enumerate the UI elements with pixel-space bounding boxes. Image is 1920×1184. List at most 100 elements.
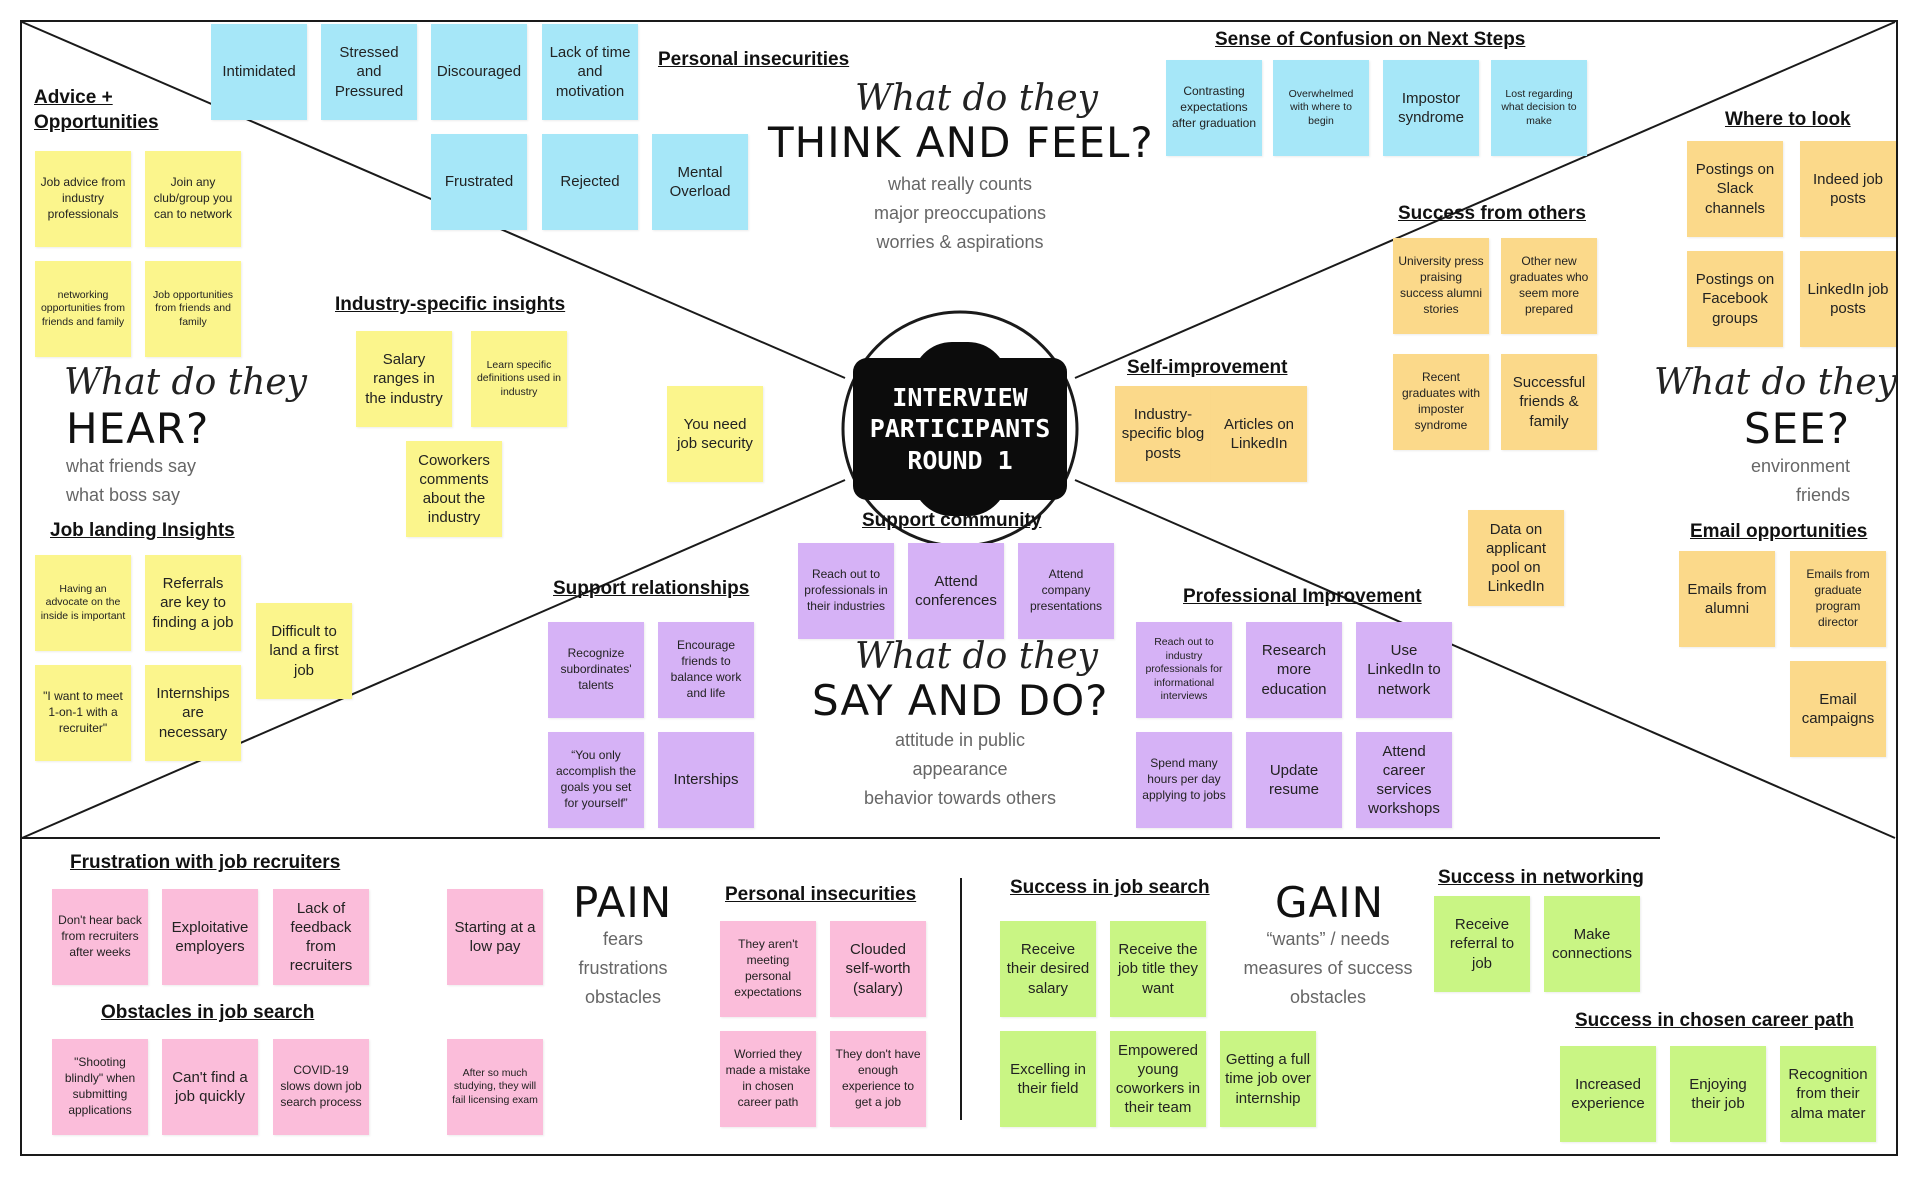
note-use-linkedin: Use LinkedIn to network: [1356, 622, 1452, 718]
think-title: THINK AND FEEL?: [768, 118, 1154, 167]
note-job-security: You need job security: [667, 386, 763, 482]
note-successful-friends: Successful friends & family: [1501, 354, 1597, 450]
see-subtitle-2: friends: [1795, 485, 1850, 505]
note-shooting-blindly: "Shooting blindly" when submitting appli…: [52, 1039, 148, 1135]
pain-subtitle-1: fears: [602, 929, 644, 949]
note-exploitative: Exploitative employers: [162, 889, 258, 985]
note-desired-salary: Receive their desired salary: [1000, 921, 1096, 1017]
note-licensing: After so much studying, they will fail l…: [447, 1039, 543, 1135]
note-reach-informational: Reach out to industry professionals for …: [1136, 622, 1232, 718]
hear-subtitle-2: what boss say: [66, 485, 181, 505]
heading-industry: Industry-specific insights: [335, 294, 566, 315]
note-recognize: Recognize subordinates' talents: [548, 622, 644, 718]
note-increased-experience: Increased experience: [1560, 1046, 1656, 1142]
heading-frustration: Frustration with job recruiters: [70, 852, 341, 873]
note-blog-posts: Industry-specific blog posts: [1115, 386, 1211, 482]
think-subtitle-1: what really counts: [887, 174, 1033, 194]
note-empowered: Empowered young coworkers in their team: [1110, 1031, 1206, 1127]
heading-personal-insecurities-top: Personal insecurities: [658, 49, 850, 70]
see-subtitle-1: environment: [1750, 456, 1850, 476]
heading-support-relationships: Support relationships: [553, 578, 750, 599]
note-mental-overload: Mental Overload: [652, 134, 748, 230]
note-salary-ranges: Salary ranges in the industry: [356, 331, 452, 427]
center-title: INTERVIEW PARTICIPANTS ROUND 1: [853, 358, 1067, 500]
note-slack: Postings on Slack channels: [1687, 141, 1783, 237]
heading-success-career: Success in chosen career path: [1575, 1010, 1854, 1031]
note-attend-conferences: Attend conferences: [908, 543, 1004, 639]
note-emails-alumni: Emails from alumni: [1679, 551, 1775, 647]
note-referrals: Referrals are key to finding a job: [145, 555, 241, 651]
heading-personal-insecurities-bottom: Personal insecurities: [725, 884, 917, 905]
note-job-title: Receive the job title they want: [1110, 921, 1206, 1017]
pain-title: PAIN: [573, 878, 673, 927]
say-question: What do they: [855, 636, 1099, 677]
note-attend-workshops: Attend career services workshops: [1356, 732, 1452, 828]
note-dont-hear: Don't hear back from recruiters after we…: [52, 889, 148, 985]
note-lack-of-time: Lack of time and motivation: [542, 24, 638, 120]
note-covid: COVID-19 slows down job search process: [273, 1039, 369, 1135]
pain-subtitle-3: obstacles: [584, 987, 662, 1007]
note-linkedin-posts: LinkedIn job posts: [1800, 251, 1896, 347]
note-interships: Interships: [658, 732, 754, 828]
note-meet-recruiter: "I want to meet 1-on-1 with a recruiter": [35, 665, 131, 761]
note-email-campaigns: Email campaigns: [1790, 661, 1886, 757]
heading-self-improvement: Self-improvement: [1127, 357, 1288, 378]
note-coworkers: Coworkers comments about the industry: [406, 441, 502, 537]
heading-support-community: Support community: [862, 510, 1042, 531]
note-make-connections: Make connections: [1544, 896, 1640, 992]
say-subtitle-3: behavior towards others: [863, 788, 1057, 808]
hear-subtitle-1: what friends say: [66, 456, 197, 476]
note-discouraged: Discouraged: [431, 24, 527, 120]
heading-where-to-look: Where to look: [1725, 109, 1851, 130]
note-contrasting: Contrasting expectations after graduatio…: [1166, 60, 1262, 156]
note-internships-necessary: Internships are necessary: [145, 665, 241, 761]
heading-job-landing: Job landing Insights: [50, 520, 235, 541]
heading-email: Email opportunities: [1690, 521, 1868, 542]
note-update-resume: Update resume: [1246, 732, 1342, 828]
think-question: What do they: [855, 78, 1099, 119]
note-worried-mistake: Worried they made a mistake in chosen ca…: [720, 1031, 816, 1127]
heading-success-search: Success in job search: [1010, 877, 1210, 898]
heading-professional: Professional Improvement: [1183, 586, 1422, 607]
gain-subtitle-2: measures of success: [1243, 958, 1413, 978]
note-lack-feedback: Lack of feedback from recruiters: [273, 889, 369, 985]
note-lost: Lost regarding what decision to make: [1491, 60, 1587, 156]
note-rejected: Rejected: [542, 134, 638, 230]
note-recognition: Recognition from their alma mater: [1780, 1046, 1876, 1142]
note-articles-linkedin: Articles on LinkedIn: [1211, 386, 1307, 482]
hear-title: HEAR?: [66, 404, 210, 453]
heading-success-others: Success from others: [1398, 203, 1586, 224]
note-advocate: Having an advocate on the inside is impo…: [35, 555, 131, 651]
note-job-advice: Job advice from industry professionals: [35, 151, 131, 247]
note-enjoying: Enjoying their job: [1670, 1046, 1766, 1142]
note-reach-out-professionals: Reach out to professionals in their indu…: [798, 543, 894, 639]
note-only-accomplish: “You only accomplish the goals you set f…: [548, 732, 644, 828]
note-learn-definitions: Learn specific definitions used in indus…: [471, 331, 567, 427]
note-university-press: University press praising success alumni…: [1393, 238, 1489, 334]
note-intimidated: Intimidated: [211, 24, 307, 120]
note-referral: Receive referral to job: [1434, 896, 1530, 992]
gain-subtitle-1: “wants” / needs: [1266, 929, 1390, 949]
note-indeed: Indeed job posts: [1800, 141, 1896, 237]
note-full-time: Getting a full time job over internship: [1220, 1031, 1316, 1127]
note-research-education: Research more education: [1246, 622, 1342, 718]
note-impostor: Impostor syndrome: [1383, 60, 1479, 156]
note-job-opps: Job opportunities from friends and famil…: [145, 261, 241, 357]
see-question: What do they: [1654, 362, 1898, 403]
heading-success-networking: Success in networking: [1438, 867, 1644, 888]
note-join-club: Join any club/group you can to network: [145, 151, 241, 247]
note-recent-grads: Recent graduates with imposter syndrome: [1393, 354, 1489, 450]
note-attend-company: Attend company presentations: [1018, 543, 1114, 639]
think-subtitle-3: worries & aspirations: [876, 232, 1044, 252]
gain-title: GAIN: [1275, 878, 1385, 927]
note-frustrated: Frustrated: [431, 134, 527, 230]
see-title: SEE?: [1743, 404, 1850, 453]
note-starting-low: Starting at a low pay: [447, 889, 543, 985]
heading-confusion: Sense of Confusion on Next Steps: [1215, 29, 1526, 50]
note-networking-opps: networking opportunities from friends an…: [35, 261, 131, 357]
say-subtitle-2: appearance: [912, 759, 1008, 779]
heading-advice: Advice + Opportunities: [34, 87, 159, 133]
note-facebook: Postings on Facebook groups: [1687, 251, 1783, 347]
note-clouded: Clouded self-worth (salary): [830, 921, 926, 1017]
note-spend-hours: Spend many hours per day applying to job…: [1136, 732, 1232, 828]
